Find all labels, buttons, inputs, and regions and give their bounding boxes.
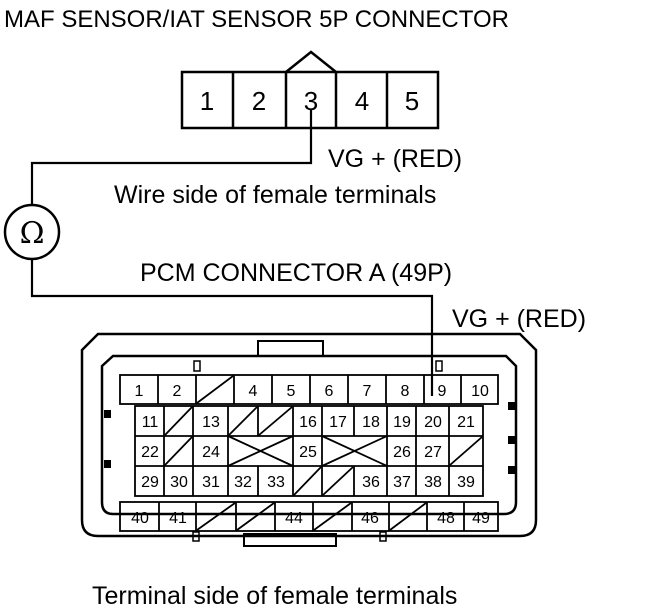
pcm-pin-30: 30 [170, 474, 188, 491]
lead-to-pcm-pin-9 [30, 258, 434, 396]
pcm-pin-49: 49 [472, 510, 490, 527]
pcm-pin-36: 36 [362, 474, 380, 491]
pcm-pin-21: 21 [457, 414, 475, 431]
pcm-pin-18: 18 [362, 414, 380, 431]
pcm-pin-48: 48 [437, 510, 455, 527]
pcm-pin-27: 27 [424, 444, 442, 461]
pcm-pin-13: 13 [202, 414, 220, 431]
test-lead-wires [30, 110, 434, 396]
pcm-pin-26: 26 [393, 444, 411, 461]
unused-slot-23 [164, 436, 193, 466]
maf-pin-4: 4 [355, 86, 369, 116]
pcm-pin-9: 9 [438, 383, 447, 400]
maf-pin-2: 2 [252, 86, 266, 116]
unused-slot-14 [228, 406, 258, 436]
unused-slot-35 [322, 466, 354, 496]
pcm-pin-44: 44 [285, 510, 303, 527]
pcm-terminal-grid [119, 374, 499, 532]
connector-lock-tab [285, 50, 337, 73]
pcm-pin-7: 7 [363, 383, 372, 400]
unused-block-left-b [227, 435, 294, 467]
pcm-pin-39: 39 [457, 474, 475, 491]
pcm-view-label: Terminal side of female terminals [92, 582, 457, 610]
pcm-pin-40: 40 [131, 510, 149, 527]
pcm-pin-17: 17 [329, 414, 347, 431]
maf-pin-5: 5 [405, 86, 419, 116]
pcm-pin-6: 6 [325, 383, 334, 400]
unused-slot-45 [313, 502, 352, 531]
pcm-pin-31: 31 [202, 474, 220, 491]
maf-probe-label: VG + (RED) [328, 145, 462, 173]
pcm-pin-5: 5 [287, 383, 296, 400]
unused-slot-15 [258, 406, 293, 436]
pcm-pin-41: 41 [169, 510, 187, 527]
pcm-pin-2: 2 [173, 383, 182, 400]
unused-slot-3 [196, 375, 234, 404]
pcm-pin-20: 20 [424, 414, 442, 431]
pcm-pin-10: 10 [471, 383, 489, 400]
unused-slot-47 [389, 502, 427, 531]
pcm-pin-24: 24 [202, 444, 220, 461]
unused-block-right-b [321, 435, 388, 467]
ohm-symbol: Ω [20, 216, 45, 251]
pcm-pin-16: 16 [299, 414, 317, 431]
pcm-pin-25: 25 [299, 444, 317, 461]
pcm-housing-keys [104, 402, 515, 474]
pcm-pin-33: 33 [267, 474, 285, 491]
lead-to-maf-pin-3 [30, 110, 313, 205]
unused-slot-28 [449, 436, 483, 466]
unused-slot-12 [164, 406, 193, 436]
pcm-pin-19: 19 [393, 414, 411, 431]
pcm-pin-4: 4 [249, 383, 258, 400]
pcm-pin-37: 37 [393, 474, 411, 491]
maf-pin-3: 3 [304, 86, 318, 116]
unused-slot-43 [236, 502, 275, 531]
pcm-pin-29: 29 [141, 474, 159, 491]
pcm-pin-38: 38 [424, 474, 442, 491]
pcm-pin-46: 46 [361, 510, 379, 527]
maf-pin-1: 1 [200, 86, 214, 116]
pcm-pin-1: 1 [135, 383, 144, 400]
pcm-connector-title: PCM CONNECTOR A (49P) [140, 259, 452, 287]
unused-slot-42 [196, 502, 236, 531]
pcm-probe-label: VG + (RED) [452, 305, 586, 333]
maf-connector-title: MAF SENSOR/IAT SENSOR 5P CONNECTOR [4, 6, 509, 33]
pcm-pin-32: 32 [234, 474, 252, 491]
pcm-pin-22: 22 [141, 444, 159, 461]
pcm-pin-8: 8 [401, 383, 410, 400]
maf-view-label: Wire side of female terminals [114, 181, 436, 209]
pcm-pin-11: 11 [142, 414, 159, 431]
pcm-connector-housing [80, 332, 538, 547]
ohmmeter-icon [3, 203, 61, 261]
unused-slot-34 [293, 466, 322, 496]
